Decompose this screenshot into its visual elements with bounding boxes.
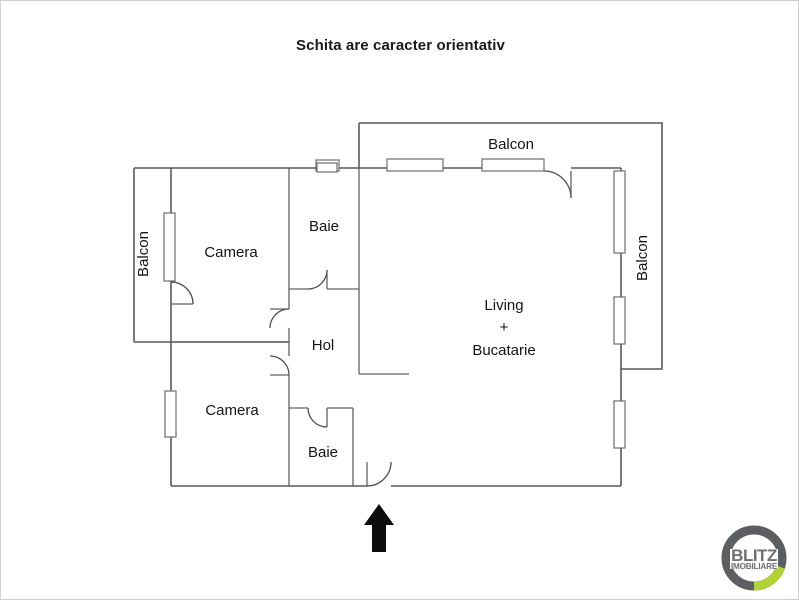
room-label-hol: Hol [312,337,335,354]
door-arc-balcon-left [170,281,194,305]
room-label-camera-top: Camera [204,244,258,261]
room-label-living-plus: + [500,319,509,336]
door-arc-baie-top [307,269,328,290]
wall-right-balcony [621,168,663,370]
room-label-balcon-top: Balcon [488,136,534,153]
logo-subtitle-text: IMOBILIARE [731,562,778,571]
doors [170,170,572,487]
room-label-living: Living [484,297,523,314]
logo-text-backing [730,549,778,569]
logo-accent-arc [753,565,785,591]
brand-logo: BLITZ IMOBILIARE [721,525,787,591]
window-left-lower [164,390,177,438]
window-top-large [481,158,545,172]
window-right-lower [613,400,626,449]
window-right-upper [613,170,626,254]
exterior-walls [133,122,663,487]
page-title: Schita are caracter orientativ [296,37,505,54]
door-arc-camera-top [269,308,290,329]
room-label-camera-bottom: Camera [205,402,259,419]
door-arc-balcon-top [543,170,572,199]
room-label-balcon-left: Balcon [135,231,152,277]
wall-top-balcony [359,122,663,168]
logo-brand-text: BLITZ [731,546,777,565]
door-arc-entrance [366,461,392,487]
room-label-baie-top: Baie [309,218,339,235]
entrance-arrow-shape [364,504,394,552]
window-left-balcony [163,212,176,282]
window-baie-top [316,162,338,173]
door-arc-camera-bottom [269,355,290,376]
entrance-arrow [364,504,394,552]
window-right-mid [613,296,626,345]
windows [163,158,626,449]
room-label-bucatarie: Bucatarie [472,342,535,359]
room-label-balcon-right: Balcon [634,235,651,281]
window-top-mid [386,158,444,172]
interior-walls [171,168,409,486]
room-labels: Balcon Camera Baie Hol Camera Baie Balco… [135,136,651,461]
door-arc-baie-bottom [307,407,328,428]
room-label-baie-bottom: Baie [308,444,338,461]
